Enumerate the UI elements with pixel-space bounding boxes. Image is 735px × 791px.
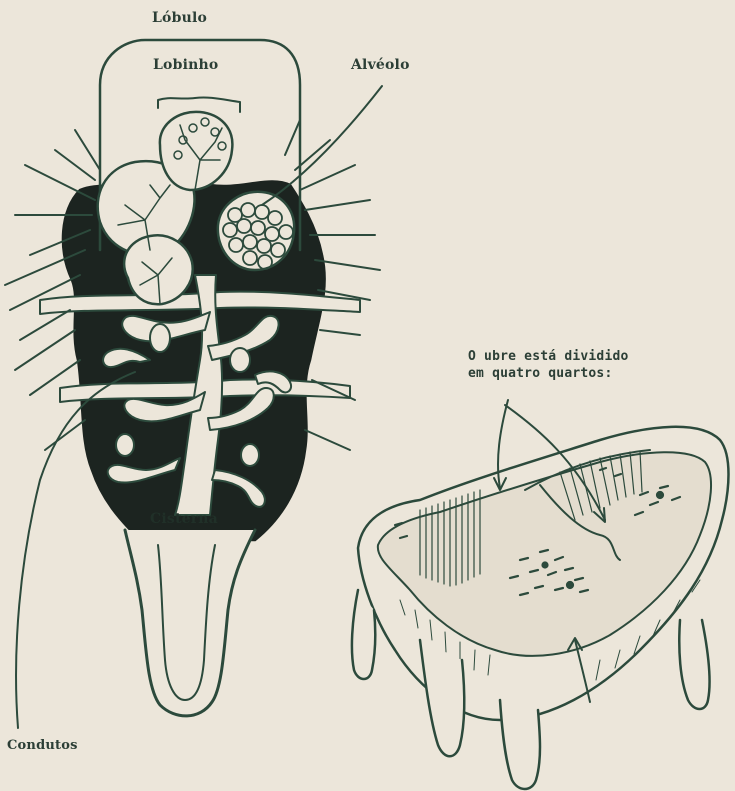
teat-left xyxy=(125,530,255,716)
lobule-diagram xyxy=(5,40,382,728)
label-lobinho: Lobinho xyxy=(153,57,218,73)
label-lobulo: Lóbulo xyxy=(152,10,207,26)
label-alveolo: Alvéolo xyxy=(351,57,410,73)
label-cisterna: Cisterna xyxy=(150,511,218,527)
teat-front-right xyxy=(500,700,540,789)
udder-quarters-diagram xyxy=(352,400,729,789)
upper-lobe xyxy=(158,97,240,112)
label-condutos: Condutos xyxy=(7,738,78,753)
udder-quarters-line-1: O ubre está dividido xyxy=(468,349,629,364)
udder-quarters-line-2: em quatro quartos: xyxy=(468,366,612,381)
label-udder-quarters: O ubre está dividido em quatro quartos: xyxy=(468,348,629,382)
teat-back-right xyxy=(679,620,709,709)
